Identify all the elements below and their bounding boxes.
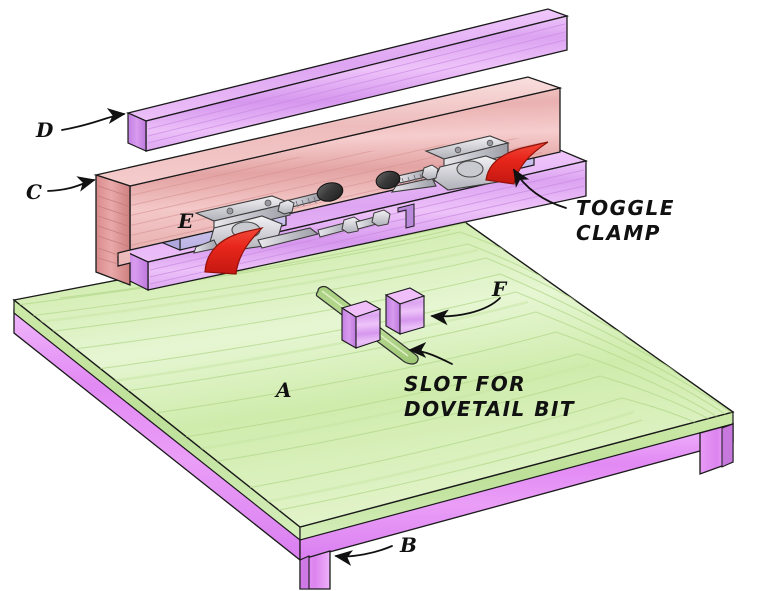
clamp-left-screw-hole-1 bbox=[226, 207, 234, 215]
stop-block-left-group bbox=[340, 300, 382, 349]
clamp-left-spindle-group bbox=[277, 182, 344, 215]
toggle-clamp-right bbox=[375, 135, 549, 193]
leader-b bbox=[334, 545, 393, 566]
toggle-clamp-left bbox=[193, 182, 361, 275]
clamp-right-linkage bbox=[390, 177, 437, 193]
leader-slot bbox=[408, 342, 453, 365]
leader-toggle-clamp bbox=[513, 168, 567, 209]
leader-d bbox=[61, 108, 126, 131]
fence-front-board-left-end bbox=[95, 174, 131, 286]
leader-c bbox=[47, 176, 96, 192]
fence-notch bbox=[397, 203, 415, 229]
center-nut bbox=[371, 209, 391, 227]
center-hardware-group bbox=[355, 203, 415, 230]
top-rail-left-end bbox=[127, 112, 147, 152]
clamp-left-screw-hole-2 bbox=[264, 199, 272, 207]
stop-block-right-side bbox=[399, 295, 425, 335]
stop-block-right-group bbox=[384, 287, 426, 335]
clamp-left-knob bbox=[316, 182, 344, 202]
fence-front-board-group bbox=[93, 76, 563, 286]
clamp-left-nut bbox=[277, 199, 295, 215]
leader-f bbox=[430, 297, 501, 326]
clamp-right-pivot bbox=[456, 160, 484, 178]
fence-front-end-grain bbox=[97, 185, 129, 265]
clamp-right-screw-hole-1 bbox=[454, 146, 462, 154]
clamp-right-nut bbox=[421, 164, 439, 181]
clamp-right-threads bbox=[401, 173, 423, 185]
base-leg-front-side bbox=[299, 555, 310, 590]
base-top-grain-soft bbox=[23, 248, 635, 506]
top-rail-grain bbox=[147, 23, 566, 144]
clamp-left-red-handle[interactable] bbox=[204, 226, 264, 275]
leader-lines bbox=[47, 108, 567, 566]
clamp-left-rod-nut bbox=[341, 216, 361, 234]
base-leg-right-shade bbox=[721, 423, 734, 468]
clamp-right-knob bbox=[375, 170, 401, 190]
clamp-right-screw-hole-2 bbox=[486, 139, 494, 147]
top-rail-group bbox=[126, 8, 570, 152]
base-legs-group bbox=[299, 423, 734, 590]
clamp-right-spindle-group bbox=[375, 164, 439, 190]
stop-block-left-side bbox=[355, 308, 381, 349]
clamp-left-linkage bbox=[257, 227, 320, 249]
